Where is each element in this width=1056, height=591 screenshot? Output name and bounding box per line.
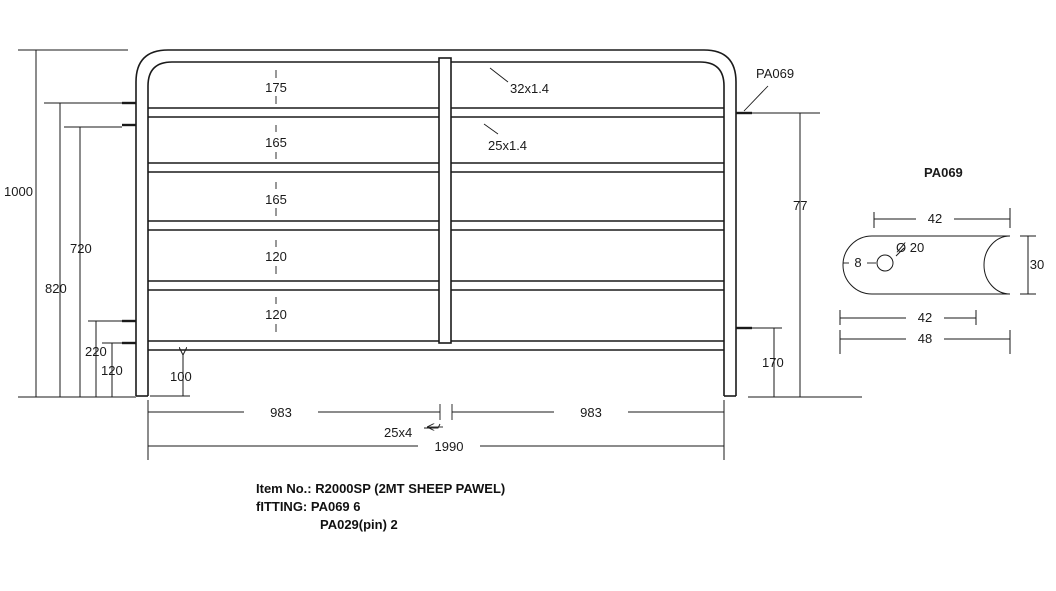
hole-circle bbox=[876, 254, 894, 272]
dim-right-bottom: 170 bbox=[762, 355, 784, 370]
dim-gap-4: 120 bbox=[265, 249, 287, 264]
bottom-dimension-lines bbox=[147, 400, 725, 460]
dim-720: 720 bbox=[70, 241, 92, 256]
frame-outer bbox=[135, 49, 737, 396]
detail-offset: 8 bbox=[854, 255, 861, 270]
detail-top-len: 42 bbox=[928, 211, 942, 226]
detail-total-len: 48 bbox=[918, 331, 932, 346]
dim-total-width: 1990 bbox=[435, 439, 464, 454]
callout-top-tube: 32x1.4 bbox=[510, 81, 549, 96]
item-number: Item No.: R2000SP (2MT SHEEP PAWEL) bbox=[256, 481, 506, 496]
rails bbox=[148, 107, 724, 351]
detail-hole: Ø 20 bbox=[896, 240, 924, 255]
callout-leaders bbox=[424, 67, 769, 428]
fitting-line: fITTING: PA069 6 bbox=[256, 499, 361, 514]
dim-bottom-gap: 100 bbox=[170, 369, 192, 384]
detail-bottom-len: 42 bbox=[918, 310, 932, 325]
pa069-detail bbox=[839, 208, 1036, 354]
dim-right-height: 77 bbox=[793, 198, 807, 213]
dim-gap-5: 120 bbox=[265, 307, 287, 322]
dim-gap-2: 165 bbox=[265, 135, 287, 150]
item-notes: Item No.: R2000SP (2MT SHEEP PAWEL) fITT… bbox=[256, 480, 505, 534]
dim-gap-3: 165 bbox=[265, 192, 287, 207]
detail-title: PA069 bbox=[924, 165, 963, 180]
fitting-stubs bbox=[122, 101, 752, 345]
dim-gap-1: 175 bbox=[265, 80, 287, 95]
dim-stay: 25x4 bbox=[384, 425, 412, 440]
callout-rail-tube: 25x1.4 bbox=[488, 138, 527, 153]
dim-total-height: 1000 bbox=[4, 184, 33, 199]
center-stay bbox=[438, 57, 452, 344]
detail-height: 30 bbox=[1030, 257, 1044, 272]
dim-half-right: 983 bbox=[580, 405, 602, 420]
right-dimension-lines bbox=[748, 112, 862, 398]
dim-half-left: 983 bbox=[270, 405, 292, 420]
dim-820: 820 bbox=[45, 281, 67, 296]
dim-220: 220 bbox=[85, 344, 107, 359]
callout-fitting: PA069 bbox=[756, 66, 794, 81]
frame-inner bbox=[147, 61, 725, 396]
pin-line: PA029(pin) 2 bbox=[320, 517, 398, 532]
dim-120-left: 120 bbox=[101, 363, 123, 378]
left-dimension-lines bbox=[18, 49, 190, 398]
